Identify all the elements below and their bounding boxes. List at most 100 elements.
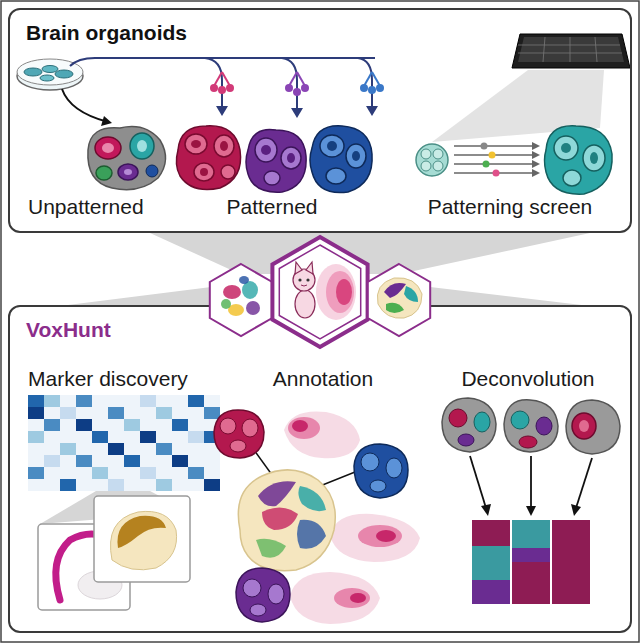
- svg-path: [284, 411, 360, 458]
- connector-band: [150, 233, 590, 274]
- svg-rect: [188, 395, 204, 407]
- organoid: [354, 444, 408, 498]
- svg-rect: [204, 479, 220, 491]
- svg-ellipse: [554, 136, 578, 160]
- organoid: [504, 400, 558, 452]
- hexagon-icon: [210, 264, 272, 336]
- organoid: [88, 127, 166, 190]
- organoid: [246, 129, 306, 192]
- svg-ellipse: [220, 141, 228, 151]
- svg-line: [289, 72, 297, 86]
- svg-circle: [481, 143, 488, 150]
- svg-circle: [421, 149, 431, 159]
- svg-polygon: [518, 37, 624, 62]
- svg-ellipse: [350, 593, 366, 603]
- svg-path: [404, 286, 418, 302]
- svg-ellipse: [327, 141, 337, 151]
- section-label: Patterning screen: [428, 194, 593, 219]
- svg-path: [301, 285, 307, 286]
- svg-rect: [140, 431, 156, 443]
- svg-ellipse: [590, 152, 598, 164]
- svg-ellipse: [214, 135, 234, 157]
- svg-rect: [472, 546, 510, 580]
- svg-circle: [376, 84, 384, 92]
- arrowhead: [291, 108, 303, 118]
- molecule-icon: [360, 72, 384, 94]
- stacked-bars: [472, 520, 590, 604]
- svg-rect: [512, 562, 550, 604]
- svg-line: [214, 72, 222, 86]
- svg-ellipse: [320, 135, 344, 157]
- svg-circle: [493, 170, 500, 177]
- svg-ellipse: [264, 171, 280, 185]
- section-label: Marker discovery: [28, 366, 188, 391]
- svg-ellipse: [458, 434, 474, 446]
- svg-ellipse: [583, 145, 605, 171]
- expression-blot: [290, 572, 380, 624]
- brain-slice-image: [94, 496, 190, 582]
- svg-path: [504, 400, 558, 452]
- molecule-icon: [285, 72, 309, 96]
- organoid: [310, 126, 372, 193]
- svg-rect: [156, 443, 172, 455]
- svg-ellipse: [242, 281, 258, 299]
- organoid: [214, 410, 264, 458]
- svg-ellipse: [118, 164, 138, 180]
- expression-blot: [330, 514, 420, 562]
- svg-line: [454, 145, 534, 147]
- svg-path: [256, 539, 286, 558]
- svg-circle: [301, 84, 309, 92]
- svg-line: [543, 37, 545, 62]
- svg-ellipse: [316, 264, 356, 320]
- svg-path: [117, 516, 166, 548]
- svg-line: [364, 72, 372, 86]
- svg-ellipse: [200, 168, 208, 176]
- svg-rect: [108, 479, 124, 491]
- svg-ellipse: [223, 285, 241, 299]
- patterning-line: [205, 58, 222, 108]
- svg-path: [354, 444, 408, 498]
- svg-ellipse: [519, 436, 537, 448]
- svg-ellipse: [102, 143, 114, 153]
- svg-ellipse: [370, 480, 386, 492]
- svg-ellipse: [96, 166, 112, 180]
- patterning-line: [358, 58, 372, 108]
- svg-ellipse: [536, 417, 552, 435]
- svg-polygon: [526, 506, 536, 516]
- svg-path: [298, 486, 326, 511]
- svg-path: [384, 283, 406, 298]
- svg-rect: [512, 548, 550, 562]
- svg-path: [262, 507, 298, 530]
- svg-rect: [108, 407, 124, 419]
- svg-polygon: [368, 264, 430, 336]
- svg-circle: [483, 161, 490, 168]
- svg-ellipse: [146, 165, 158, 177]
- organoid: [545, 126, 613, 194]
- svg-rect: [44, 455, 60, 467]
- svg-circle: [306, 278, 309, 281]
- svg-ellipse: [572, 413, 596, 439]
- svg-ellipse: [191, 140, 201, 148]
- svg-path: [236, 568, 290, 622]
- svg-line: [530, 456, 532, 508]
- panel-heading: VoxHunt: [26, 317, 111, 342]
- svg-rect: [28, 395, 220, 491]
- svg-path: [176, 126, 240, 190]
- organoid: [236, 568, 290, 622]
- hexagon-icon: [368, 264, 430, 336]
- svg-rect: [156, 407, 172, 419]
- svg-ellipse: [326, 168, 346, 184]
- svg-ellipse: [185, 134, 207, 154]
- svg-ellipse: [449, 409, 467, 427]
- svg-ellipse: [194, 163, 214, 181]
- svg-ellipse: [221, 299, 231, 309]
- svg-ellipse: [361, 453, 379, 471]
- svg-rect: [44, 419, 60, 431]
- svg-rect: [44, 395, 60, 407]
- svg-ellipse: [124, 169, 132, 175]
- svg-rect: [28, 467, 44, 479]
- small-organoid: [416, 144, 448, 176]
- svg-path: [566, 400, 620, 454]
- svg-ellipse: [95, 137, 121, 159]
